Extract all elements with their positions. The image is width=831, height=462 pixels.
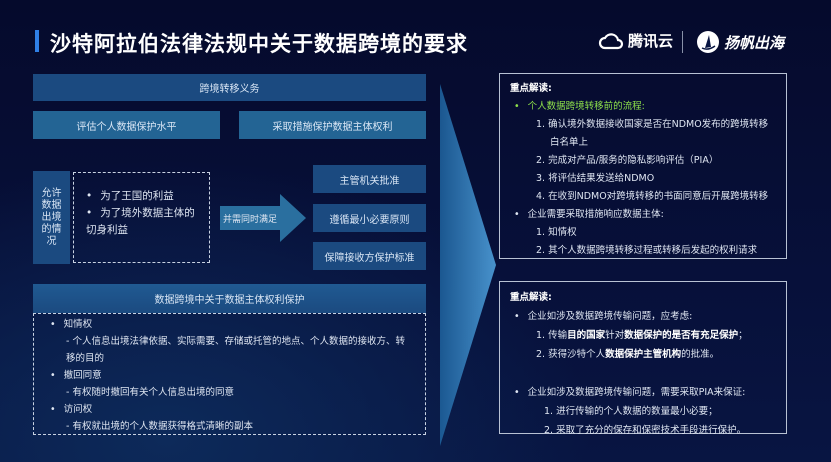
panel-bullet: 个人数据跨境转移前的流程: <box>510 98 776 116</box>
step-text: 针对 <box>605 330 625 341</box>
cloud-logo-icon <box>598 32 624 49</box>
panel-step: 2. 完成对产品/服务的隐私影响评估（PIA） <box>536 155 719 166</box>
protect-rights-box: 采取措施保护数据主体权利 <box>239 111 426 139</box>
panel-step: 2. 其个人数据跨境转移过程或转移后发起的权利请求 <box>536 245 758 256</box>
panel-bullet: 企业需要采取措施响应数据主体: <box>510 206 776 224</box>
condition-box: 主管机关批准 <box>313 165 426 193</box>
step-emphasis: 数据保护主管机构 <box>605 349 682 360</box>
panel-step: 1. 进行传输的个人数据的数量最小必要； <box>544 406 718 417</box>
key-points-panel-1: 重点解读: 个人数据跨境转移前的流程: 1. 确认境外数据接收国家是否在NDMO… <box>499 73 787 259</box>
right-detail: - 个人信息出境法律依据、实际需要、存储或托管的地点、个人数据的接收方、转移的目… <box>66 336 405 364</box>
panel-step: 2. 采取了充分的保存和保密技术手段进行保护。 <box>544 425 747 436</box>
panel-step: 3. 将评估结果发送给NDMO <box>536 173 655 184</box>
panel-heading: 重点解读: <box>510 292 552 303</box>
allowed-case: 为了王国的利益 <box>82 188 201 205</box>
allowed-label: 允许数据出境的情况 <box>33 171 70 264</box>
obligations-header: 跨境转移义务 <box>33 74 426 101</box>
panel-bullet: 企业如涉及数据跨境传输问题，应考虑: <box>510 307 776 326</box>
step-text: ； <box>738 330 748 341</box>
title-accent-bar <box>35 30 39 52</box>
step-text: 2. 获得沙特个人 <box>536 349 606 360</box>
allowed-cases-box: 为了王国的利益 为了境外数据主体的切身利益 <box>73 172 210 263</box>
assess-protection-box: 评估个人数据保护水平 <box>33 111 220 139</box>
panel-bullet: 企业如涉及数据跨境传输问题，需要采取PIA来保证: <box>510 383 776 402</box>
page-title: 沙特阿拉伯法律法规中关于数据跨境的要求 <box>50 32 468 56</box>
right-detail: - 有权就出境的个人数据获得格式清晰的副本 <box>66 421 253 432</box>
yangfan-name: 扬帆出海 <box>724 33 785 52</box>
right-title: 访问权 <box>46 401 413 418</box>
condition-box: 保障接收方保护标准 <box>313 242 426 270</box>
tencent-cloud-name: 腾讯云 <box>628 32 674 50</box>
right-title: 知情权 <box>46 316 413 333</box>
rights-header: 数据跨境中关于数据主体权利保护 <box>33 284 426 313</box>
right-title: 撤回同意 <box>46 367 413 384</box>
sail-logo-icon <box>697 31 719 53</box>
panel-step: 2. 获得沙特个人数据保护主管机构的批准。 <box>510 345 776 364</box>
step-emphasis: 目的国家 <box>567 330 606 341</box>
panel-step: 1. 确认境外数据接收国家是否在NDMO发布的跨境转移白名单上 <box>536 119 769 148</box>
panel-step: 1. 知情权 <box>536 227 577 238</box>
tencent-cloud-logo: 腾讯云 <box>598 30 673 51</box>
panel-heading: 重点解读: <box>510 83 552 94</box>
step-text: 1. 传输 <box>536 330 568 341</box>
condition-box: 遵循最小必要原则 <box>313 204 426 232</box>
rights-list: 知情权 - 个人信息出境法律依据、实际需要、存储或托管的地点、个人数据的接收方、… <box>33 313 426 435</box>
key-points-panel-2: 重点解读: 企业如涉及数据跨境传输问题，应考虑: 1. 传输目的国家针对数据保护… <box>499 281 787 436</box>
big-chevron-icon <box>440 84 496 446</box>
step-emphasis: 数据保护的是否有充足保护 <box>624 330 739 341</box>
allowed-case: 为了境外数据主体的切身利益 <box>82 205 201 239</box>
yangfan-logo: 扬帆出海 <box>696 30 784 54</box>
panel-step: 1. 传输目的国家针对数据保护的是否有充足保护； <box>510 326 776 345</box>
step-text: 的批准。 <box>681 349 720 360</box>
arrow-label: 并需同时满足 <box>220 206 280 230</box>
logo-divider <box>682 31 683 53</box>
arrow-right-icon <box>280 194 306 242</box>
right-detail: - 有权随时撤回有关个人信息出境的同意 <box>66 387 234 398</box>
panel-step: 4. 在收到NDMO对跨境转移的书面同意后开展跨境转移 <box>536 191 769 202</box>
